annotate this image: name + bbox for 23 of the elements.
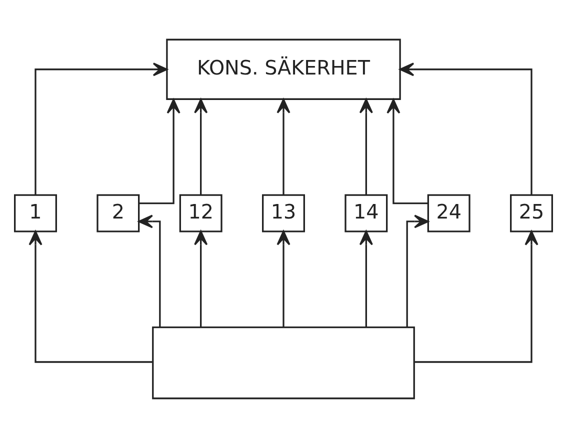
arrow [34, 62, 168, 195]
node-box: 1 [14, 194, 57, 232]
node-box [152, 326, 415, 400]
arrow [139, 98, 180, 204]
arrow [386, 98, 428, 204]
arrow [194, 98, 208, 195]
node-box: 12 [179, 194, 222, 232]
node-box: 24 [427, 194, 470, 232]
arrow [359, 230, 373, 327]
arrow [276, 230, 290, 327]
arrow [406, 214, 429, 328]
node-box: KONS. SÄKERHET [166, 38, 401, 100]
arrow [399, 62, 532, 195]
arrow [194, 230, 208, 327]
arrow [359, 98, 373, 195]
arrow [414, 230, 538, 363]
arrow [28, 230, 152, 363]
arrow [138, 214, 161, 328]
node-box: 25 [510, 194, 553, 232]
arrow [276, 98, 290, 195]
node-box: 13 [262, 194, 305, 232]
node-box: 14 [344, 194, 388, 232]
node-box: 2 [96, 194, 140, 232]
